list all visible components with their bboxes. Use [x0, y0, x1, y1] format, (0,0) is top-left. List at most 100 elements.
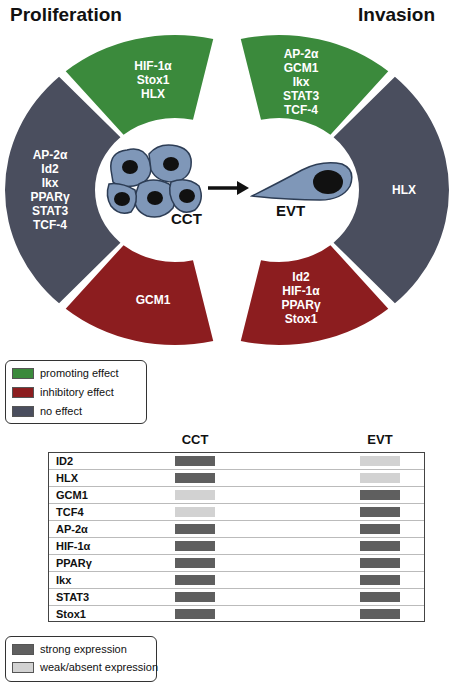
expression-swatch — [175, 609, 215, 619]
gene-name: PPARγ — [281, 298, 320, 312]
column-header: CCT — [182, 432, 209, 447]
gene-list: GCM1 — [136, 293, 171, 307]
segment-fill — [241, 245, 389, 345]
gene-row-label: PPARγ — [56, 557, 92, 569]
expression-swatch — [360, 456, 400, 466]
gene-name: AP-2α — [283, 47, 319, 61]
legend-text: promoting effect — [40, 367, 119, 379]
gene-list: AP-2αGCM1IkxSTAT3TCF-4 — [283, 47, 319, 117]
expression-swatch — [175, 473, 215, 483]
expression-swatch — [360, 575, 400, 585]
gene-row-label: TCF4 — [56, 506, 84, 518]
expression-swatch — [360, 473, 400, 483]
gene-name: Id2 — [281, 270, 320, 284]
gene-row-label: HLX — [56, 472, 78, 484]
gene-name: STAT3 — [30, 204, 69, 218]
legend-text: no effect — [40, 405, 82, 417]
gene-name: GCM1 — [283, 61, 319, 75]
expression-swatch — [175, 575, 215, 585]
cell-label: CCT — [171, 210, 202, 227]
cell-body — [149, 145, 191, 182]
expression-swatch — [175, 524, 215, 534]
legend-text: weak/absent expression — [40, 661, 158, 673]
expression-swatch — [175, 456, 215, 466]
gene-name: Ikx — [30, 176, 69, 190]
panel-title: Invasion — [358, 4, 435, 26]
gene-list: Id2HIF-1αPPARγStox1 — [281, 270, 320, 326]
gene-list: HLX — [392, 183, 416, 197]
cell-body — [252, 163, 352, 200]
column-header: EVT — [367, 432, 392, 447]
row-rule — [49, 520, 424, 521]
row-rule — [49, 554, 424, 555]
legend-swatch — [12, 387, 34, 398]
gene-name: HLX — [392, 183, 416, 197]
gene-row-label: GCM1 — [56, 489, 88, 501]
row-rule — [49, 588, 424, 589]
legend-box — [5, 636, 157, 682]
legend-swatch — [12, 406, 34, 417]
expression-swatch — [175, 541, 215, 551]
gene-row-label: AP-2α — [56, 523, 88, 535]
gene-row-label: ID2 — [56, 455, 73, 467]
expression-swatch — [360, 524, 400, 534]
row-rule — [49, 486, 424, 487]
gene-name: Stox1 — [281, 312, 320, 326]
gene-name: HIF-1α — [134, 59, 171, 73]
gene-name: Ikx — [283, 75, 319, 89]
cell-body — [107, 184, 136, 214]
cell-cluster: CCT — [103, 140, 207, 228]
legend-swatch — [12, 662, 34, 673]
row-rule — [49, 571, 424, 572]
flow-arrow — [208, 181, 249, 195]
expression-swatch — [360, 592, 400, 602]
gene-name: AP-2α — [30, 148, 69, 162]
expression-swatch — [360, 507, 400, 517]
row-rule — [49, 469, 424, 470]
expression-swatch — [175, 507, 215, 517]
panel-title: Proliferation — [10, 4, 122, 26]
expression-swatch — [175, 490, 215, 500]
ring-segment: GCM1 — [64, 244, 215, 346]
legend-text: strong expression — [40, 643, 127, 655]
cell-body — [170, 180, 202, 213]
expression-swatch — [360, 541, 400, 551]
gene-name: TCF-4 — [283, 103, 319, 117]
gene-name: HLX — [134, 87, 171, 101]
gene-name: Stox1 — [134, 73, 171, 87]
gene-name: Id2 — [30, 162, 69, 176]
cell-nucleus — [147, 191, 163, 205]
legend-text: inhibitory effect — [40, 386, 114, 398]
gene-row-label: STAT3 — [56, 591, 89, 603]
row-rule — [49, 537, 424, 538]
expression-swatch — [360, 609, 400, 619]
invasive-cell: EVT — [250, 152, 358, 224]
gene-list: HIF-1αStox1HLX — [134, 59, 171, 101]
gene-name: TCF-4 — [30, 218, 69, 232]
expression-swatch — [175, 558, 215, 568]
gene-list: AP-2αId2IkxPPARγSTAT3TCF-4 — [30, 148, 69, 232]
expression-swatch — [360, 558, 400, 568]
gene-name: GCM1 — [136, 293, 171, 307]
cell-body — [135, 180, 176, 217]
row-rule — [49, 605, 424, 606]
legend-swatch — [12, 644, 34, 655]
row-rule — [49, 503, 424, 504]
gene-name: PPARγ — [30, 190, 69, 204]
cell-nucleus — [114, 192, 130, 206]
gene-row-label: Ikx — [56, 574, 71, 586]
cell-nucleus — [313, 170, 343, 194]
expression-swatch — [360, 490, 400, 500]
cell-nucleus — [122, 160, 138, 174]
segment-fill — [66, 245, 214, 345]
gene-row-label: HIF-1α — [56, 540, 90, 552]
gene-name: STAT3 — [283, 89, 319, 103]
gene-name: HIF-1α — [281, 284, 320, 298]
expression-swatch — [175, 592, 215, 602]
ring-segment: Id2HIF-1αPPARγStox1 — [239, 244, 390, 346]
cell-nucleus — [163, 157, 179, 171]
cell-label: EVT — [276, 202, 305, 219]
gene-row-label: Stox1 — [56, 608, 86, 620]
legend-swatch — [12, 368, 34, 379]
cell-nucleus — [179, 189, 195, 203]
